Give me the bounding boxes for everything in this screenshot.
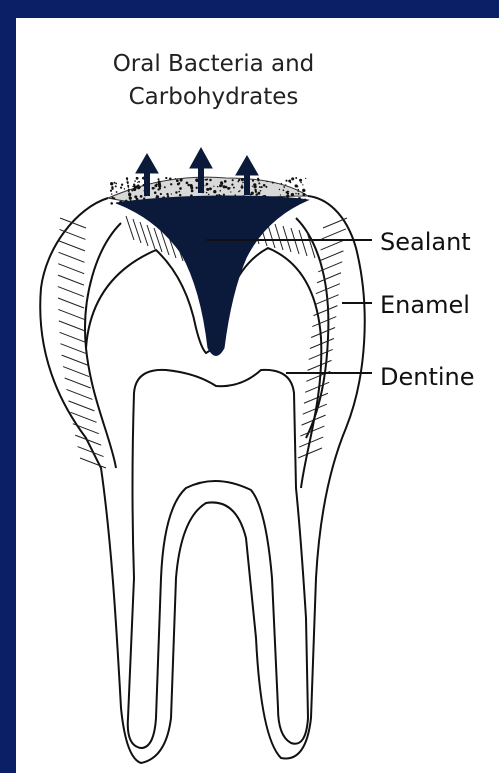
diagram-panel: Oral Bacteria and Carbohydrates (16, 18, 499, 773)
label-dentine: Dentine (380, 363, 475, 391)
label-sealant: Sealant (380, 228, 471, 256)
label-enamel: Enamel (380, 291, 470, 319)
tooth-illustration (16, 18, 499, 773)
sealant-fill (116, 196, 308, 356)
dentine-region (86, 248, 321, 748)
